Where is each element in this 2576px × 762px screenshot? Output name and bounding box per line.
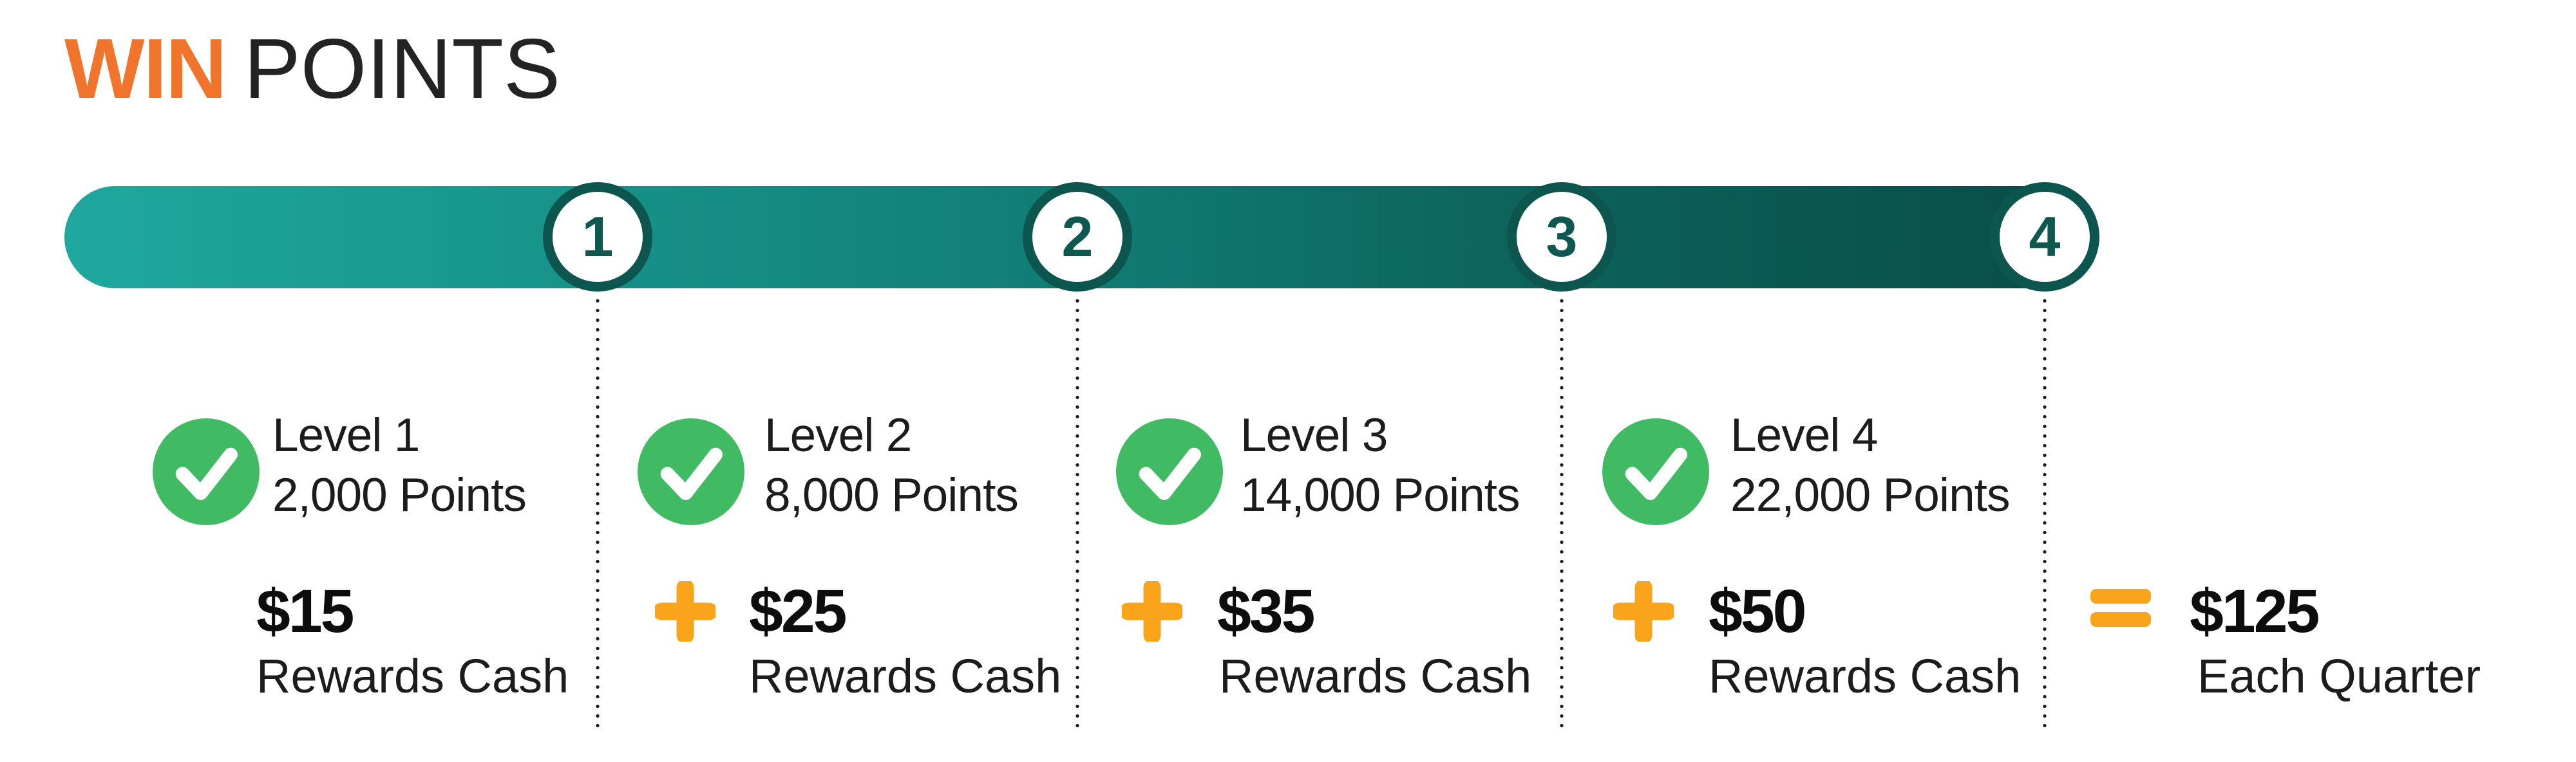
level-name: Level 2 bbox=[764, 409, 912, 461]
level-name: Level 4 bbox=[1730, 409, 1878, 461]
level-points: 2,000 Points bbox=[272, 469, 527, 521]
milestone-node-1: 1 bbox=[543, 182, 652, 292]
level-info-2: Level 2 8,000 Points bbox=[764, 405, 1019, 525]
check-icon bbox=[638, 418, 744, 525]
level-info-4: Level 4 22,000 Points bbox=[1730, 405, 2010, 525]
equals-icon bbox=[2090, 589, 2151, 627]
milestone-node-4: 4 bbox=[1990, 182, 2099, 292]
reward-label: Rewards Cash bbox=[256, 649, 569, 703]
milestone-number: 3 bbox=[1546, 205, 1578, 268]
reward-label: Rewards Cash bbox=[749, 649, 1062, 703]
milestone-number: 2 bbox=[1061, 205, 1094, 268]
reward-amount: $25 bbox=[749, 577, 848, 646]
level-info-3: Level 3 14,000 Points bbox=[1240, 405, 1520, 525]
check-icon bbox=[1116, 418, 1223, 525]
level-name: Level 1 bbox=[272, 409, 420, 461]
milestone-number: 1 bbox=[582, 205, 614, 268]
milestone-number: 4 bbox=[2029, 205, 2061, 268]
plus-icon bbox=[1613, 581, 1674, 642]
milestone-node-3: 3 bbox=[1507, 182, 1616, 292]
reward-amount: $50 bbox=[1709, 577, 1807, 646]
milestone-divider-1 bbox=[596, 296, 600, 731]
level-points: 22,000 Points bbox=[1730, 469, 2010, 521]
plus-icon bbox=[655, 581, 715, 642]
reward-label: Rewards Cash bbox=[1219, 649, 1532, 703]
total-label: Each Quarter bbox=[2197, 649, 2481, 703]
reward-amount: $35 bbox=[1217, 577, 1316, 646]
level-info-1: Level 1 2,000 Points bbox=[272, 405, 527, 525]
plus-icon bbox=[1122, 581, 1182, 642]
total-amount: $125 bbox=[2190, 577, 2320, 646]
milestone-divider-4 bbox=[2043, 296, 2047, 731]
level-points: 8,000 Points bbox=[764, 469, 1019, 521]
level-points: 14,000 Points bbox=[1240, 469, 1520, 521]
milestone-divider-3 bbox=[1560, 296, 1564, 731]
check-icon bbox=[153, 418, 260, 525]
level-name: Level 3 bbox=[1240, 409, 1388, 461]
reward-amount: $15 bbox=[256, 577, 355, 646]
milestone-divider-2 bbox=[1075, 296, 1079, 731]
title-rest: POINTS bbox=[243, 21, 560, 116]
title-highlight: WIN bbox=[64, 21, 227, 116]
reward-label: Rewards Cash bbox=[1709, 649, 2022, 703]
milestone-node-2: 2 bbox=[1023, 182, 1132, 292]
check-icon bbox=[1602, 418, 1709, 525]
